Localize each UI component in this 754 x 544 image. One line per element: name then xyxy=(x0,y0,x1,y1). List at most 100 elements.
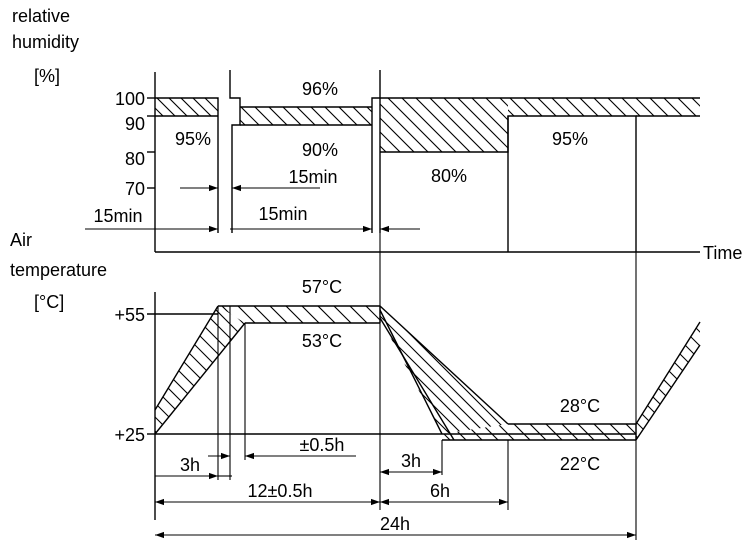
humidity-hatch-recovered xyxy=(508,92,754,120)
hatch-stroke xyxy=(714,318,754,444)
hatch-stroke xyxy=(619,424,636,440)
duration-label-ramp-up: 3h xyxy=(180,455,200,475)
hatch-stroke xyxy=(380,306,508,434)
temperature-hatch-ramp-down xyxy=(380,300,754,444)
humidity-tick-label-90: 90 xyxy=(125,114,145,134)
hatch-stroke xyxy=(615,98,645,116)
vertical-reference-lines xyxy=(217,233,637,540)
hatch-stroke xyxy=(177,306,245,434)
hatch-stroke xyxy=(652,300,754,444)
hatch-stroke xyxy=(508,98,519,116)
hatch-stroke xyxy=(261,107,293,125)
temperature-label-low-lower: 22°C xyxy=(560,454,600,474)
temperature-label-high-lower: 53°C xyxy=(302,331,342,351)
hatch-stroke xyxy=(742,318,754,444)
hatch-stroke xyxy=(155,98,168,116)
hatch-stroke xyxy=(395,98,461,152)
hatch-stroke xyxy=(545,98,575,116)
hatch-stroke xyxy=(289,107,321,125)
humidity-band-outline xyxy=(155,70,700,252)
hatch-stroke xyxy=(155,306,193,434)
hatch-stroke xyxy=(495,306,508,434)
hatch-stroke xyxy=(263,306,293,323)
hatch-stroke xyxy=(580,300,724,444)
hatch-stroke xyxy=(346,300,486,440)
humidity-duration-middle: 15min xyxy=(288,167,337,187)
hatch-stroke xyxy=(221,90,251,120)
hatch-stroke xyxy=(657,98,687,116)
humidity-tick-label-80: 80 xyxy=(125,149,145,169)
temperature-band-outline xyxy=(154,305,701,441)
hatch-stroke xyxy=(671,98,700,116)
hatch-stroke xyxy=(508,98,533,116)
hatch-stroke xyxy=(331,107,363,125)
hatch-stroke xyxy=(247,306,277,323)
duration-label-ramp-down: 3h xyxy=(401,451,421,471)
hatch-stroke xyxy=(493,98,508,152)
hatch-stroke xyxy=(601,98,631,116)
hatch-stroke xyxy=(380,306,389,434)
hatch-stroke xyxy=(388,100,418,130)
hatch-stroke xyxy=(636,322,645,440)
temperature-axis-title-line1: Air xyxy=(10,230,32,250)
hatch-stroke xyxy=(636,322,700,440)
hatch-stroke xyxy=(359,306,380,323)
hatch-stroke xyxy=(636,322,700,440)
hatch-stroke xyxy=(437,98,503,152)
hatch-stroke xyxy=(475,424,503,440)
hatch-stroke xyxy=(240,107,265,125)
hatch-stroke xyxy=(728,318,754,444)
hatch-stroke xyxy=(392,300,420,328)
hatch-stroke xyxy=(559,98,589,116)
temperature-hatch-low xyxy=(412,418,678,444)
hatch-stroke xyxy=(380,306,413,434)
hatch-stroke xyxy=(172,98,204,116)
hatch-stroke xyxy=(412,418,438,444)
hatch-stroke xyxy=(231,306,261,323)
humidity-axis-title-line1: relative xyxy=(12,6,70,26)
hatch-stroke xyxy=(459,424,487,440)
hatch-stroke xyxy=(471,306,508,434)
hatch-stroke xyxy=(603,424,631,440)
hatch-stroke xyxy=(587,98,617,116)
hatch-stroke xyxy=(233,90,263,120)
hatch-stroke xyxy=(184,98,216,116)
hatch-stroke xyxy=(380,306,437,434)
temperature-label-high-upper: 57°C xyxy=(302,277,342,297)
humidity-hatch-ramp-down xyxy=(380,98,508,152)
hatch-stroke xyxy=(699,98,700,116)
temperature-axis-unit: [°C] xyxy=(34,292,64,312)
time-axis-label: Time xyxy=(703,243,742,263)
hatch-stroke xyxy=(652,418,678,444)
temperature-tick-label-55: +55 xyxy=(114,305,145,325)
hatch-stroke xyxy=(628,300,754,444)
hatch-stroke xyxy=(491,424,519,440)
hatch-stroke xyxy=(332,300,472,440)
hatch-stroke xyxy=(317,107,349,125)
hatch-stroke xyxy=(196,98,218,116)
humidity-label-initial: 95% xyxy=(175,129,211,149)
hatch-stroke xyxy=(409,98,475,152)
hatch-stroke xyxy=(380,98,419,152)
humidity-duration-left: 15min xyxy=(93,206,142,226)
humidity-duration-dimensions xyxy=(85,184,420,233)
hatch-stroke xyxy=(532,300,676,444)
humidity-label-high-lower: 90% xyxy=(302,140,338,160)
hatch-stroke xyxy=(728,92,754,120)
hatch-stroke xyxy=(155,306,221,434)
hatch-stroke xyxy=(423,98,489,152)
hatch-stroke xyxy=(380,306,485,434)
hatch-stroke xyxy=(408,300,436,328)
hatch-stroke xyxy=(327,306,357,323)
hatch-stroke xyxy=(380,306,497,434)
humidity-hatch-high xyxy=(240,100,418,130)
hatch-stroke xyxy=(447,306,508,434)
hatch-stroke xyxy=(318,300,458,440)
humidity-label-low: 80% xyxy=(431,166,467,186)
hatch-stroke xyxy=(360,300,500,440)
hatch-stroke xyxy=(636,322,700,440)
hatch-stroke xyxy=(155,306,179,434)
hatch-stroke xyxy=(573,98,603,116)
hatch-stroke xyxy=(636,322,700,440)
